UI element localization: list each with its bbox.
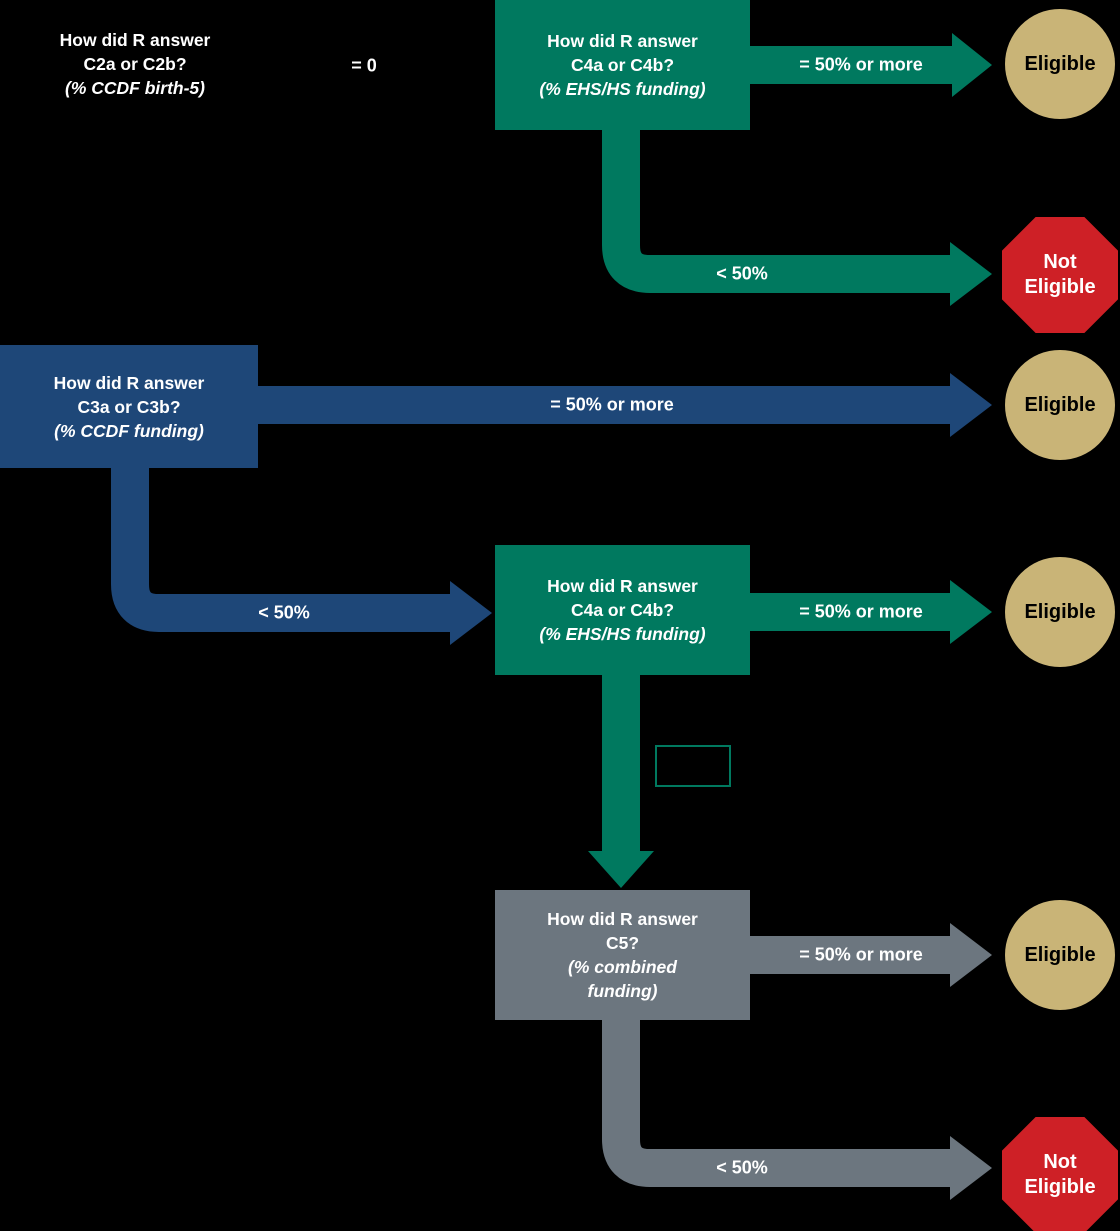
node-text-line: (% combined [568,957,677,977]
node-text-line: (% EHS/HS funding) [539,624,706,644]
arrow-c3-to-c4mid-head [450,581,492,645]
outcome-label: Eligible [1024,52,1096,75]
edge-label-fifty-or-more-c4mid: = 50% or more [799,601,923,622]
arrow-c5-to-noteligible [602,1020,950,1187]
outcome-eligible-1: Eligible [1005,9,1115,119]
arrow-c4top-to-eligible [750,33,992,97]
node-text-line: (% EHS/HS funding) [539,79,706,99]
node-text-line: (% CCDF funding) [54,420,204,441]
arrow-c4top-to-noteligible-head [950,242,992,306]
node-text-line: C2a or C2b? [83,54,187,74]
node-text-line: (% CCDF birth-5) [65,78,205,98]
edge-label-fifty-or-more-c5: = 50% or more [799,944,923,965]
node-text-line: funding) [587,981,658,1001]
outcome-label: Eligible [1024,943,1096,966]
empty-callout-box [655,745,731,787]
node-text-line: How did R answer [53,372,205,393]
outcome-eligible-4: Eligible [1005,900,1115,1010]
edge-label-fifty-or-more-c4top: = 50% or more [799,54,923,75]
arrow-c4top-to-noteligible [602,130,950,293]
node-c2-question: How did R answer C2a or C2b? (% CCDF bir… [10,22,260,106]
node-text-line: How did R answer [547,576,698,596]
arrow-c4mid-to-eligible [750,580,992,644]
edge-label-under-fifty-c5: < 50% [716,1157,768,1178]
outcome-not-eligible-1: Not Eligible [1002,217,1118,333]
arrow-c4mid-to-c5 [588,675,654,888]
arrow-c5-to-noteligible-head [950,1136,992,1200]
node-text-line: C5? [605,933,640,953]
node-c5-question: How did R answer C5? (% combined funding… [495,890,750,1020]
node-text-line: C4a or C4b? [570,55,675,75]
outcome-label: Eligible [1024,600,1096,623]
node-c3-question: How did R answer C3a or C3b? (% CCDF fun… [0,345,258,468]
arrow-c5-to-eligible [750,923,992,987]
node-c4-question-top: How did R answer C4a or C4b? (% EHS/HS f… [495,0,750,130]
arrow-c3-to-c4mid [111,468,450,632]
outcome-label: Not Eligible [1024,251,1096,298]
node-text-line: How did R answer [547,909,698,929]
edge-label-fifty-or-more-c3: = 50% or more [550,394,674,415]
outcome-label: Not Eligible [1024,1151,1096,1198]
node-c4-question-mid: How did R answer C4a or C4b? (% EHS/HS f… [495,545,750,675]
node-text-line: C4a or C4b? [570,600,675,620]
outcome-eligible-2: Eligible [1005,350,1115,460]
node-text-line: How did R answer [59,30,211,50]
arrow-c3-to-eligible [258,373,992,437]
edge-label-eq-zero: = 0 [351,55,377,76]
edge-label-under-fifty-c3: < 50% [258,602,310,623]
edge-label-under-fifty-c4top: < 50% [716,263,768,284]
outcome-label: Eligible [1024,393,1096,416]
outcome-not-eligible-2: Not Eligible [1002,1117,1118,1231]
node-text-line: C3a or C3b? [77,396,181,417]
node-text-line: How did R answer [547,31,698,51]
outcome-eligible-3: Eligible [1005,557,1115,667]
